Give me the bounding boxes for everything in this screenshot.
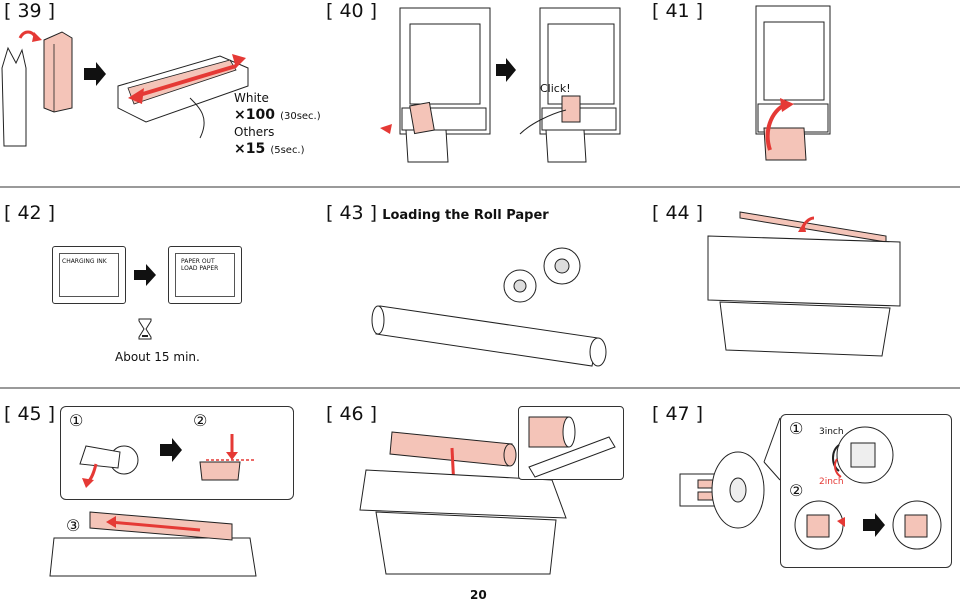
- printer-illustration: [755, 5, 831, 161]
- arrow-right-icon: [863, 513, 885, 537]
- printer-illustration: [49, 511, 257, 577]
- white-count: ×100: [234, 107, 275, 123]
- arrow-right-icon: [84, 62, 106, 86]
- panel1-text: CHARGING INK: [62, 258, 107, 265]
- step-40-label: [ 40 ]: [326, 0, 378, 22]
- printer-illustration: [707, 211, 901, 357]
- spindle-adapter-illustration: [794, 426, 942, 550]
- step-43-heading: [ 43 ] Loading the Roll Paper: [326, 202, 549, 224]
- step-39-label: [ 39 ]: [4, 0, 56, 22]
- wait-text: About 15 min.: [115, 350, 200, 364]
- inch-2-label: 2inch: [819, 477, 844, 487]
- arrow-right-icon: [134, 264, 156, 286]
- arrow-right-icon: [496, 58, 516, 82]
- roll-paper-illustration: [528, 416, 616, 478]
- printer-illustration: [380, 7, 621, 163]
- step-46-label: [ 46 ]: [326, 403, 378, 425]
- spindle-adapter-illustration: [79, 434, 256, 488]
- others-count: ×15: [234, 141, 266, 157]
- sub-1-label: ①: [789, 419, 804, 438]
- lcd-panel-1: CHARGING INK: [52, 246, 126, 304]
- panel2-line2: LOAD PAPER: [181, 265, 219, 272]
- step-45-label: [ 45 ]: [4, 403, 56, 425]
- step-41-label: [ 41 ]: [652, 0, 704, 22]
- step-44-label: [ 44 ]: [652, 202, 704, 224]
- others-label: Others: [234, 125, 275, 139]
- sub-2-label: ②: [193, 411, 208, 430]
- step-45-callout: ① ②: [60, 406, 294, 500]
- arrow-right-icon: [160, 438, 182, 462]
- spindle-adapter-illustration: [679, 451, 765, 529]
- step-43-title: Loading the Roll Paper: [382, 208, 549, 223]
- ink-cartridge-illustration: [1, 30, 249, 147]
- step-47-label: [ 47 ]: [652, 403, 704, 425]
- spindle-adapter-illustration: [503, 247, 581, 303]
- step-42-label: [ 42 ]: [4, 202, 56, 224]
- roll-paper-illustration: [371, 247, 607, 367]
- white-time: (30sec.): [280, 111, 321, 122]
- sub-3-label: ③: [66, 516, 81, 535]
- step-47-callout: ① ② 3inch 2inch: [780, 414, 952, 568]
- sub-2-label: ②: [789, 481, 804, 500]
- lcd-panel-2: PAPER OUT LOAD PAPER: [168, 246, 242, 304]
- others-count-line: ×15 (5sec.): [234, 138, 305, 157]
- sub-1-label: ①: [69, 411, 84, 430]
- step-43-label: [ 43 ]: [326, 202, 378, 224]
- white-label: White: [234, 91, 269, 105]
- panel2-line1: PAPER OUT: [181, 258, 215, 265]
- others-time: (5sec.): [270, 145, 305, 156]
- click-text: Click!: [540, 82, 571, 95]
- row-divider: [0, 186, 960, 188]
- printer-illustration: [359, 431, 567, 575]
- row-divider: [0, 387, 960, 389]
- step-46-detail-callout: [518, 406, 624, 480]
- page-number: 20: [470, 588, 487, 602]
- hourglass-icon: [138, 318, 152, 340]
- white-count-line: ×100 (30sec.): [234, 104, 321, 123]
- inch-3-label: 3inch: [819, 427, 844, 437]
- callout-pointer: [763, 417, 781, 481]
